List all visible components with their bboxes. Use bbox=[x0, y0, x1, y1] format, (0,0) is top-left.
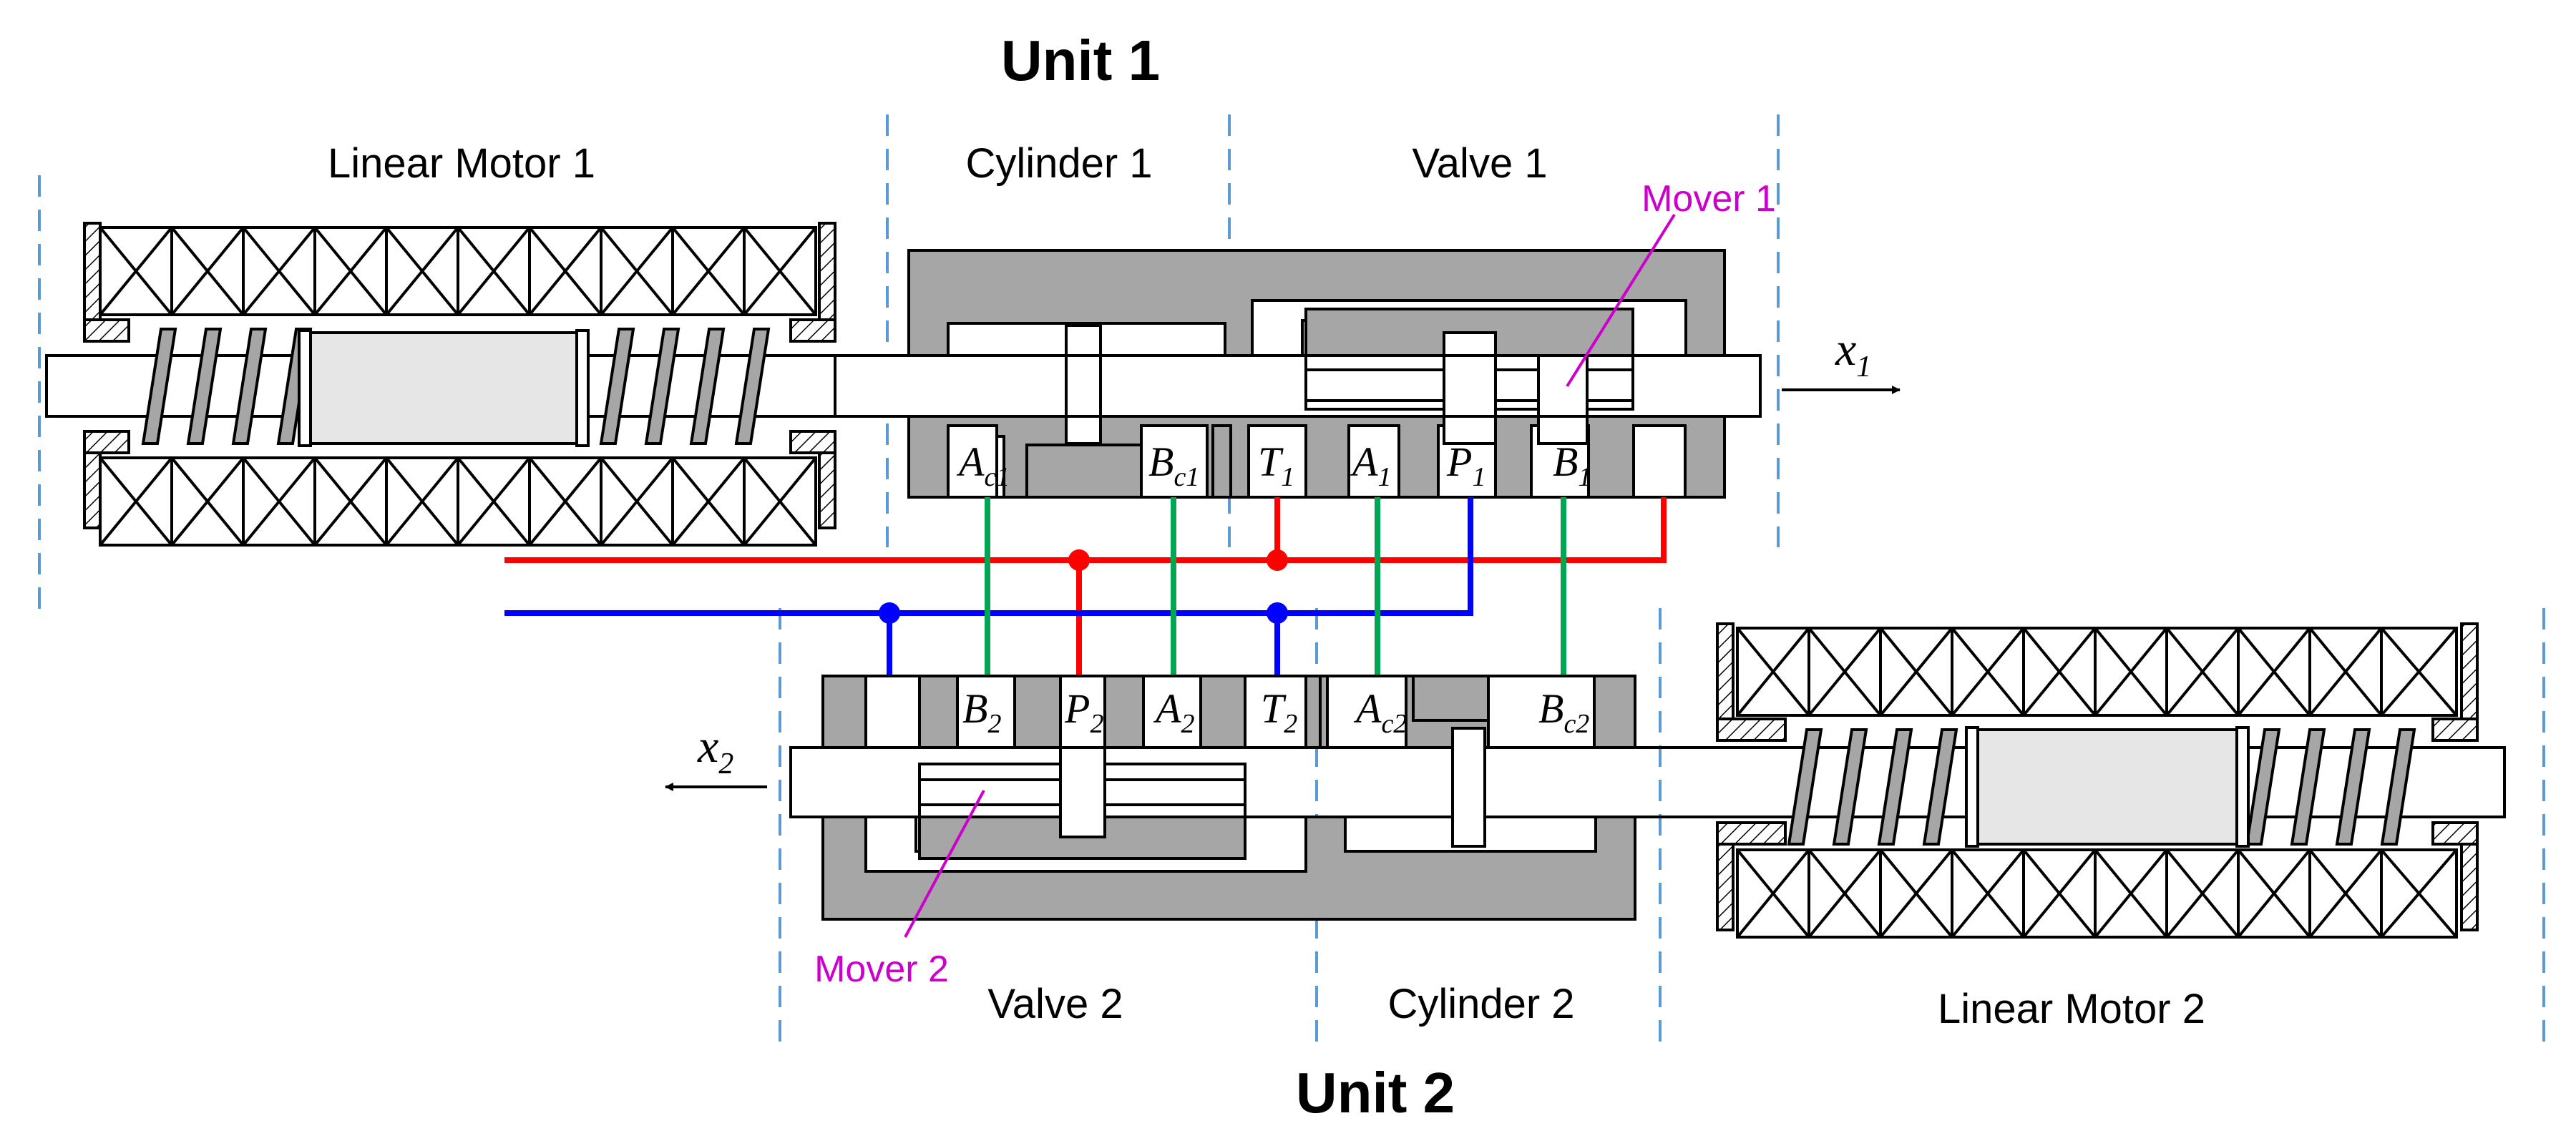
port-b2: B2 bbox=[962, 685, 1001, 739]
magnet-2 bbox=[1965, 726, 2250, 848]
port-t1: T1 bbox=[1258, 439, 1294, 492]
label-linear-motor-1: Linear Motor 1 bbox=[328, 140, 595, 187]
work-lines-green bbox=[985, 497, 1566, 676]
shaft-2 bbox=[789, 746, 2506, 818]
mover-1-label: Mover 1 bbox=[1641, 178, 1776, 220]
ports-unit-1: Ac1 Bc1 T1 A1 P1 B1 bbox=[956, 439, 1591, 492]
label-valve-1: Valve 1 bbox=[1412, 140, 1547, 187]
mover-2-label: Mover 2 bbox=[814, 949, 949, 990]
shaft-1-through bbox=[834, 354, 1762, 418]
port-p2: P2 bbox=[1064, 685, 1103, 739]
port-t2: T2 bbox=[1261, 685, 1297, 739]
unit-1-title: Unit 1 bbox=[1001, 29, 1160, 92]
port-bc1: Bc1 bbox=[1148, 439, 1199, 492]
coil-lower-2 bbox=[1736, 848, 2458, 939]
label-valve-2: Valve 2 bbox=[987, 981, 1123, 1027]
linear-motor-2 bbox=[1716, 622, 2479, 939]
housing-unit-1 bbox=[907, 249, 1726, 499]
label-cylinder-1: Cylinder 1 bbox=[965, 140, 1152, 187]
coil-upper-2 bbox=[1736, 627, 2458, 717]
mover-2-leader bbox=[904, 790, 985, 938]
label-linear-motor-2: Linear Motor 2 bbox=[1938, 986, 2205, 1032]
port-a1: A1 bbox=[1350, 439, 1391, 492]
spring-2 bbox=[1787, 728, 2416, 846]
coil-lower-1 bbox=[99, 456, 817, 547]
port-ac2: Ac2 bbox=[1353, 685, 1407, 739]
magnet-1 bbox=[298, 329, 590, 447]
linear-motor-1 bbox=[83, 222, 836, 547]
mover-1-leader bbox=[1566, 213, 1676, 388]
housing-unit-2 bbox=[821, 675, 1636, 921]
port-a2: A2 bbox=[1153, 685, 1194, 739]
unit-2-title: Unit 2 bbox=[1296, 1061, 1455, 1125]
coil-upper-1 bbox=[99, 226, 817, 316]
label-cylinder-2: Cylinder 2 bbox=[1387, 981, 1574, 1027]
line-junctions bbox=[879, 549, 1288, 624]
port-p1: P1 bbox=[1446, 439, 1485, 492]
mover-2-spool bbox=[918, 727, 1486, 848]
port-b1: B1 bbox=[1553, 439, 1591, 492]
x1-label: x1 bbox=[1835, 323, 1871, 383]
port-bc2: Bc2 bbox=[1538, 685, 1589, 739]
port-ac1: Ac1 bbox=[956, 439, 1010, 492]
x2-label: x2 bbox=[697, 720, 733, 780]
ports-unit-2: B2 P2 A2 T2 Ac2 Bc2 bbox=[962, 685, 1589, 739]
